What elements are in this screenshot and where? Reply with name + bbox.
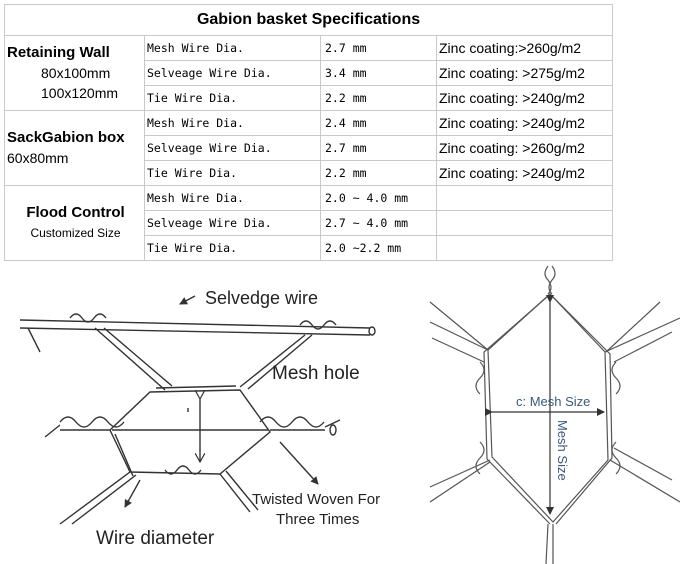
twisted-woven-label-line1: Twisted Woven For xyxy=(252,491,380,508)
param-cell: Mesh Wire Dia. xyxy=(144,35,321,61)
table-row: Selveage Wire Dia. 2.7 mm Zinc coating: … xyxy=(5,135,614,161)
zinc-cell xyxy=(435,235,614,261)
table-row: Selveage Wire Dia. 2.7 ~ 4.0 mm xyxy=(5,210,614,236)
hex-mesh-figure xyxy=(429,265,680,564)
group-size: 60x80mm xyxy=(7,150,69,166)
mesh-size-c-label: c: Mesh Size xyxy=(516,394,590,409)
group-name: SackGabion box xyxy=(7,129,125,146)
zinc-cell xyxy=(435,210,614,236)
group-size: 80x100mm xyxy=(41,65,111,81)
zinc-cell: Zinc coating: >260g/m2 xyxy=(435,135,614,161)
selvedge-wire xyxy=(19,319,371,336)
value-cell: 2.0 ~2.2 mm xyxy=(320,235,437,261)
twisted-strand xyxy=(59,416,325,431)
value-cell: 3.4 mm xyxy=(320,60,437,86)
table-row: Tie Wire Dia. 2.0 ~2.2 mm xyxy=(5,235,614,261)
zinc-cell: Zinc coating:>260g/m2 xyxy=(435,35,614,61)
value-cell: 2.2 mm xyxy=(320,160,437,186)
zinc-cell: Zinc coating: >240g/m2 xyxy=(435,160,614,186)
param-cell: Tie Wire Dia. xyxy=(144,85,321,111)
gabion-mesh-diagram: Selvedge wire Mesh hole Twisted Woven Fo… xyxy=(19,265,680,564)
param-cell: Tie Wire Dia. xyxy=(144,160,321,186)
gabion-spec-table: Gabion basket Specifications Retaining W… xyxy=(3,4,614,261)
mesh-size-vertical-label: Mesh Size xyxy=(555,420,570,481)
param-cell: Tie Wire Dia. xyxy=(144,235,321,261)
group-cell-retaining-wall: Retaining Wall 80x100mm 100x120mm xyxy=(4,35,145,111)
selvedge-wire-label: Selvedge wire xyxy=(205,288,318,308)
group-size: Customized Size xyxy=(30,226,121,240)
table-row: SackGabion box 60x80mm Mesh Wire Dia. 2.… xyxy=(4,110,614,186)
param-cell: Mesh Wire Dia. xyxy=(144,185,321,211)
param-cell: Selveage Wire Dia. xyxy=(144,210,321,236)
group-name: Retaining Wall xyxy=(7,44,110,61)
zinc-cell: Zinc coating: >240g/m2 xyxy=(435,85,614,111)
param-cell: Selveage Wire Dia. xyxy=(144,135,321,161)
mesh-schematic xyxy=(19,295,376,525)
table-row: Tie Wire Dia. 2.2 mm Zinc coating: >240g… xyxy=(5,85,614,111)
twist-icon xyxy=(69,313,337,330)
group-size: 100x120mm xyxy=(41,85,119,101)
value-cell: 2.4 mm xyxy=(320,110,437,136)
value-cell: 2.7 ~ 4.0 mm xyxy=(320,210,437,236)
table-row: Selveage Wire Dia. 3.4 mm Zinc coating: … xyxy=(5,60,614,86)
table-row: Flood Control Customized Size Mesh Wire … xyxy=(4,185,614,261)
group-cell-sackgabion-box: SackGabion box 60x80mm xyxy=(4,110,145,186)
group-cell-flood-control: Flood Control Customized Size xyxy=(4,185,145,261)
value-cell: 2.7 mm xyxy=(320,35,437,61)
table-title: Gabion basket Specifications xyxy=(3,4,614,36)
table-row: Tie Wire Dia. 2.2 mm Zinc coating: >240g… xyxy=(5,160,614,186)
value-cell: 2.2 mm xyxy=(320,85,437,111)
param-cell: Mesh Wire Dia. xyxy=(144,110,321,136)
value-cell: 2.7 mm xyxy=(320,135,437,161)
table-title-row: Gabion basket Specifications xyxy=(3,4,614,36)
table-row: Retaining Wall 80x100mm 100x120mm Mesh W… xyxy=(4,35,614,111)
group-name: Flood Control xyxy=(26,204,125,221)
zinc-cell: Zinc coating: >240g/m2 xyxy=(435,110,614,136)
mesh-hole-outline xyxy=(109,389,271,475)
twisted-woven-label-line2: Three Times xyxy=(276,511,359,528)
wire-diameter-label: Wire diameter xyxy=(96,528,215,549)
value-cell: 2.0 ~ 4.0 mm xyxy=(320,185,437,211)
zinc-cell: Zinc coating: >275g/m2 xyxy=(435,60,614,86)
zinc-cell xyxy=(435,185,614,211)
mesh-hole-label: Mesh hole xyxy=(272,363,360,384)
param-cell: Selveage Wire Dia. xyxy=(144,60,321,86)
